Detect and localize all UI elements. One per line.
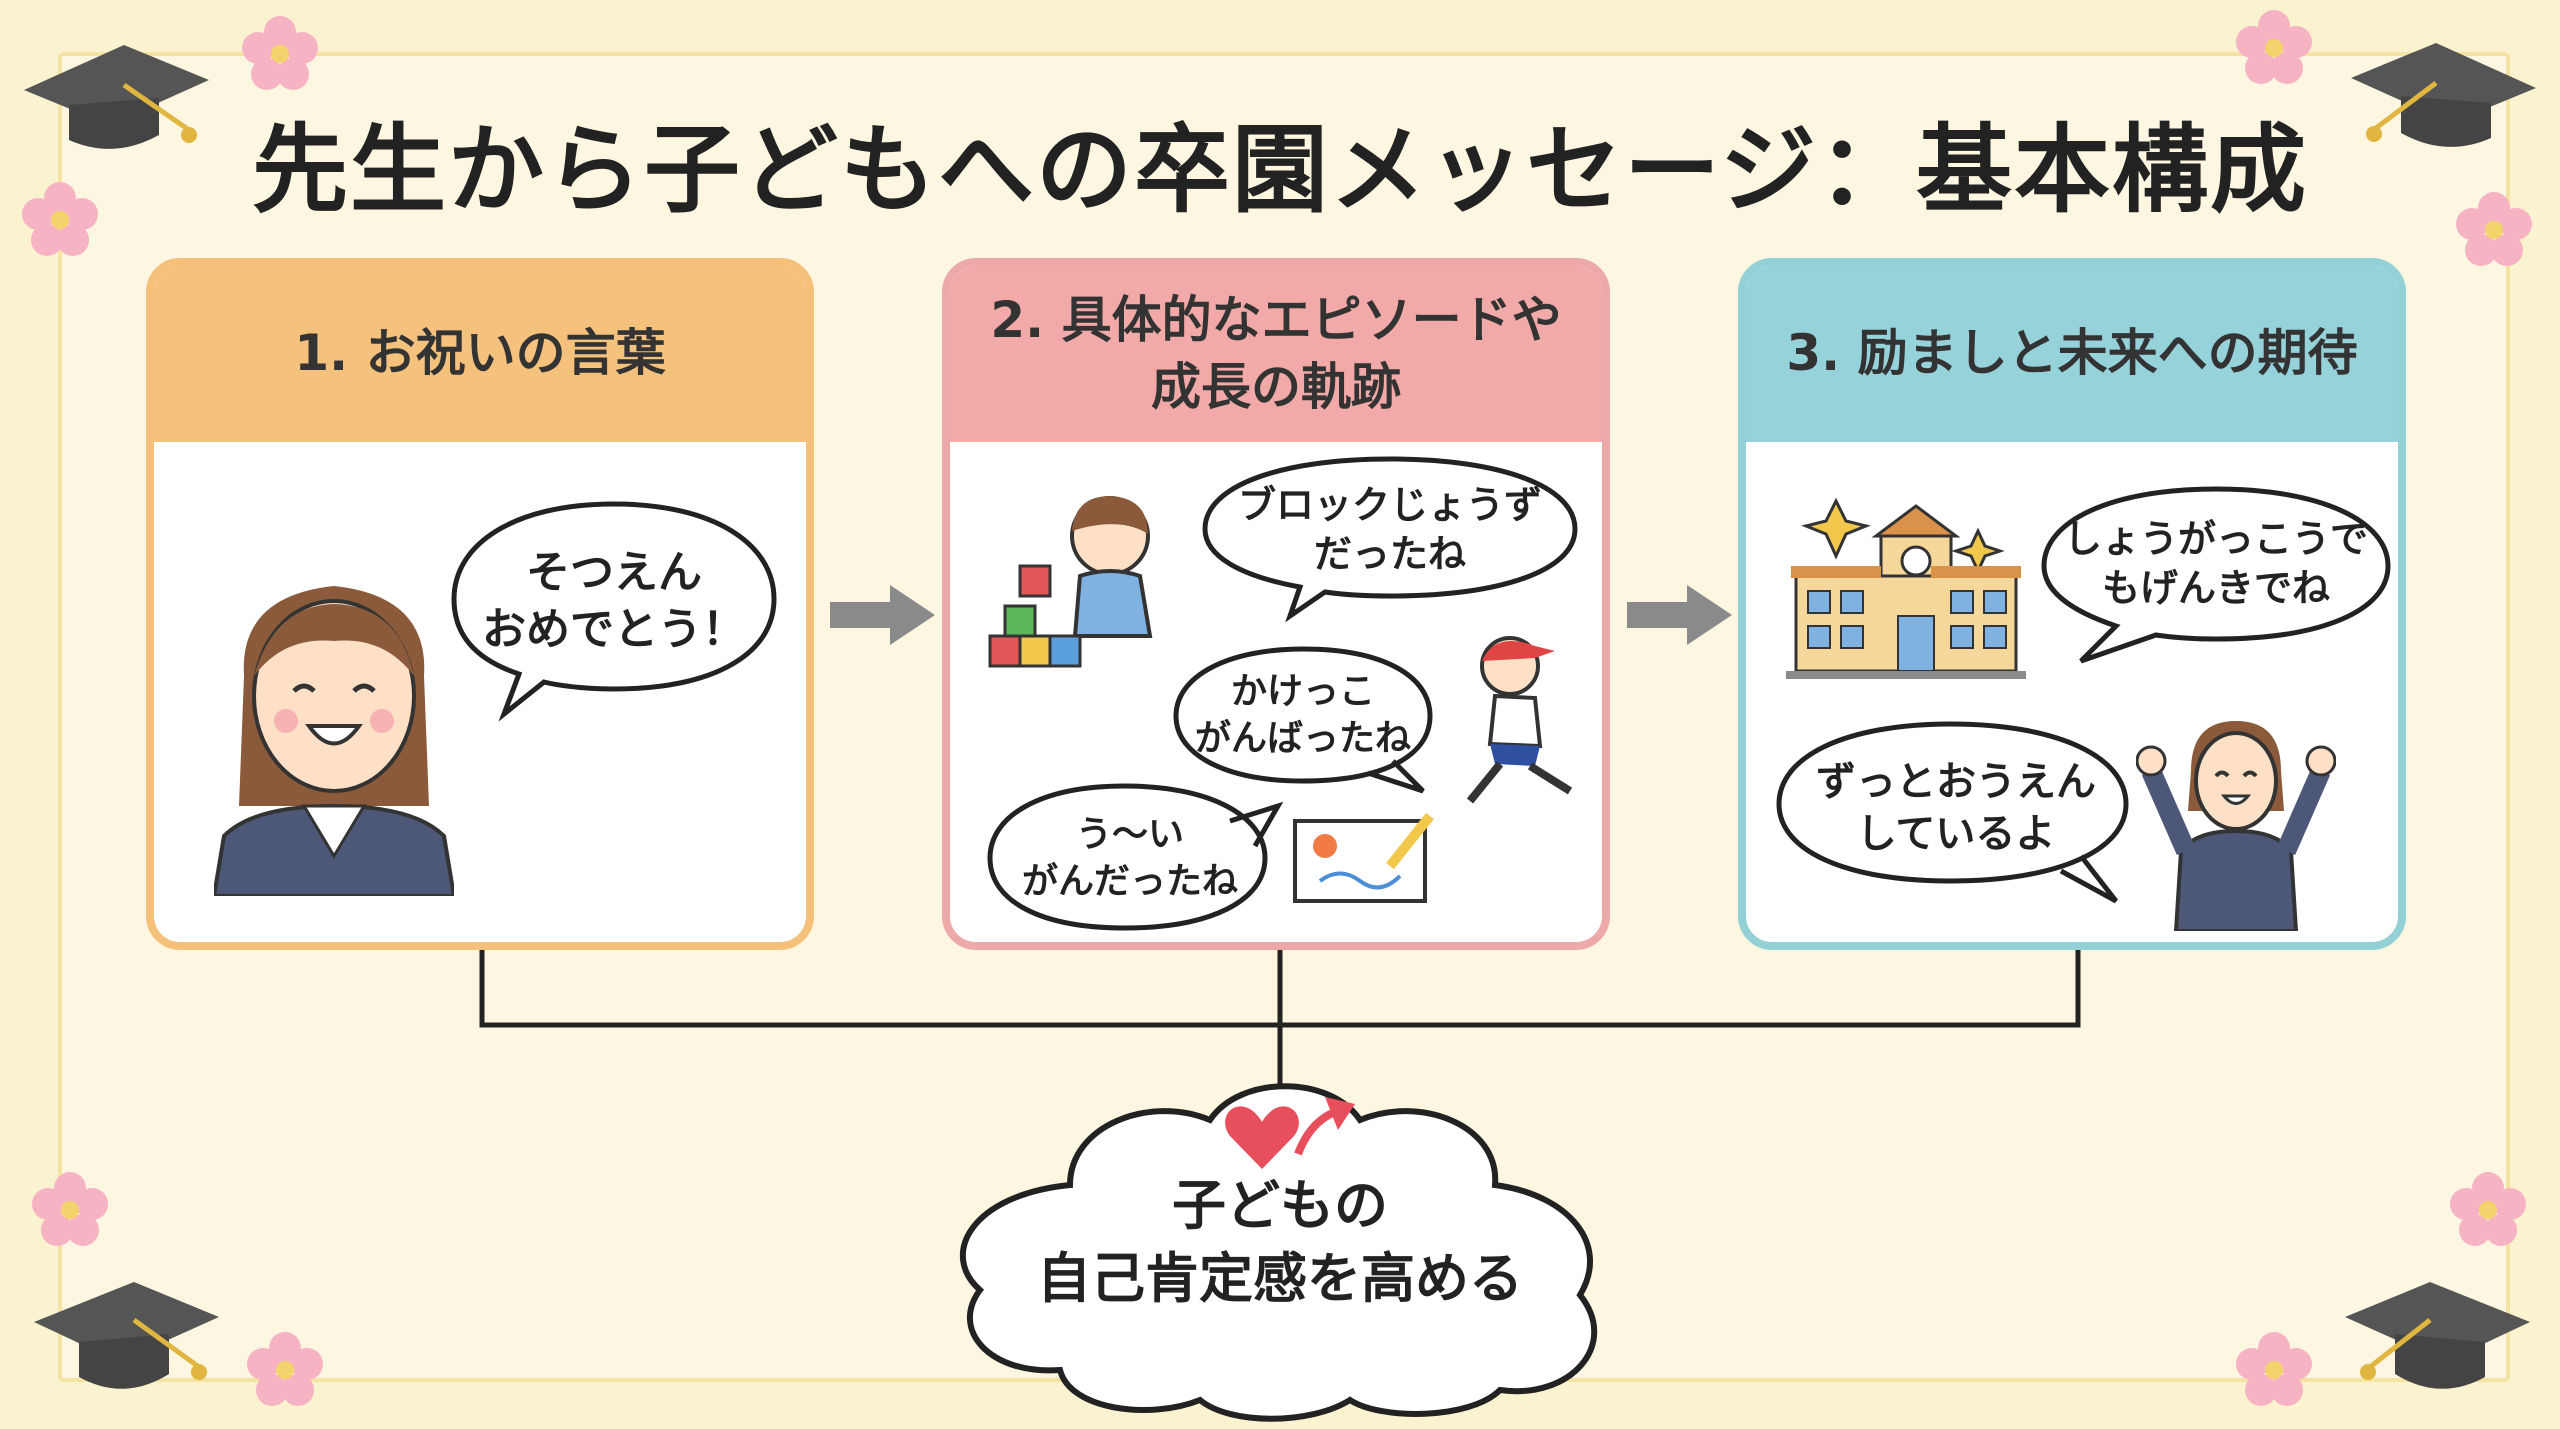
bubble-text: ずっとおうえん しているよ xyxy=(1816,759,2096,857)
graduation-cap-icon xyxy=(24,45,209,149)
speech-bubble: しょうがっこうで もげんきでね xyxy=(2036,481,2396,676)
bubble-text: かけっこ がんばったね xyxy=(1194,671,1411,759)
flower-icon xyxy=(32,1172,108,1246)
step-1-card: 1. お祝いの言葉 そつえん おめでとう！ xyxy=(146,258,814,950)
school-building-icon xyxy=(1786,497,2026,679)
up-arrow-icon xyxy=(1294,1097,1355,1156)
speech-bubble: ずっとおうえん しているよ xyxy=(1771,716,2141,916)
bubble-text: しょうがっこうで もげんきでね xyxy=(2063,517,2368,611)
speech-bubble: う～い がんだったね xyxy=(980,776,1284,942)
teacher-illustration xyxy=(214,586,454,896)
cheering-teacher-icon xyxy=(2136,721,2336,931)
step-1-heading: 1. お祝いの言葉 xyxy=(154,266,806,442)
flower-icon xyxy=(22,182,98,256)
next-arrow-icon xyxy=(1627,585,1732,645)
flower-icon xyxy=(2456,192,2532,266)
next-arrow-icon xyxy=(830,585,935,645)
step-2-heading: 2. 具体的なエピソードや 成長の軌跡 xyxy=(950,266,1602,442)
bubble-text: そつえん おめでとう！ xyxy=(482,547,746,656)
speech-bubble: かけっこ がんばったね xyxy=(1168,641,1438,801)
bubble-text: ブロックじょうず だったね xyxy=(1237,483,1542,577)
flower-icon xyxy=(247,1332,323,1406)
graduation-cap-icon xyxy=(2351,43,2536,147)
running-child-icon xyxy=(1466,636,1573,804)
thought-cloud xyxy=(959,1083,1598,1422)
drawing-icon xyxy=(1293,812,1434,903)
flower-icon xyxy=(2236,1332,2312,1406)
speech-bubble: ブロックじょうず だったね xyxy=(1195,451,1585,623)
speech-bubble: そつえん おめでとう！ xyxy=(444,494,784,724)
flower-icon xyxy=(242,16,318,90)
result-text: 子どもの 自己肯定感を高める xyxy=(1037,1174,1523,1310)
flower-icon xyxy=(2450,1172,2526,1246)
step-3-card: 3. 励ましと未来への期待 xyxy=(1738,258,2406,950)
graduation-cap-icon xyxy=(2345,1282,2530,1389)
step-2-card: 2. 具体的なエピソードや 成長の軌跡 ブロックじょ xyxy=(942,258,1610,950)
bubble-text: う～い がんだったね xyxy=(1021,814,1238,902)
heart-icon xyxy=(1225,1106,1299,1169)
step-3-heading: 3. 励ましと未来への期待 xyxy=(1746,266,2398,442)
blocks-icon xyxy=(988,496,1153,668)
page-title: 先生から子どもへの卒園メッセージ：基本構成 xyxy=(251,114,2309,226)
flower-icon xyxy=(2236,10,2312,84)
graduation-cap-icon xyxy=(34,1282,219,1389)
